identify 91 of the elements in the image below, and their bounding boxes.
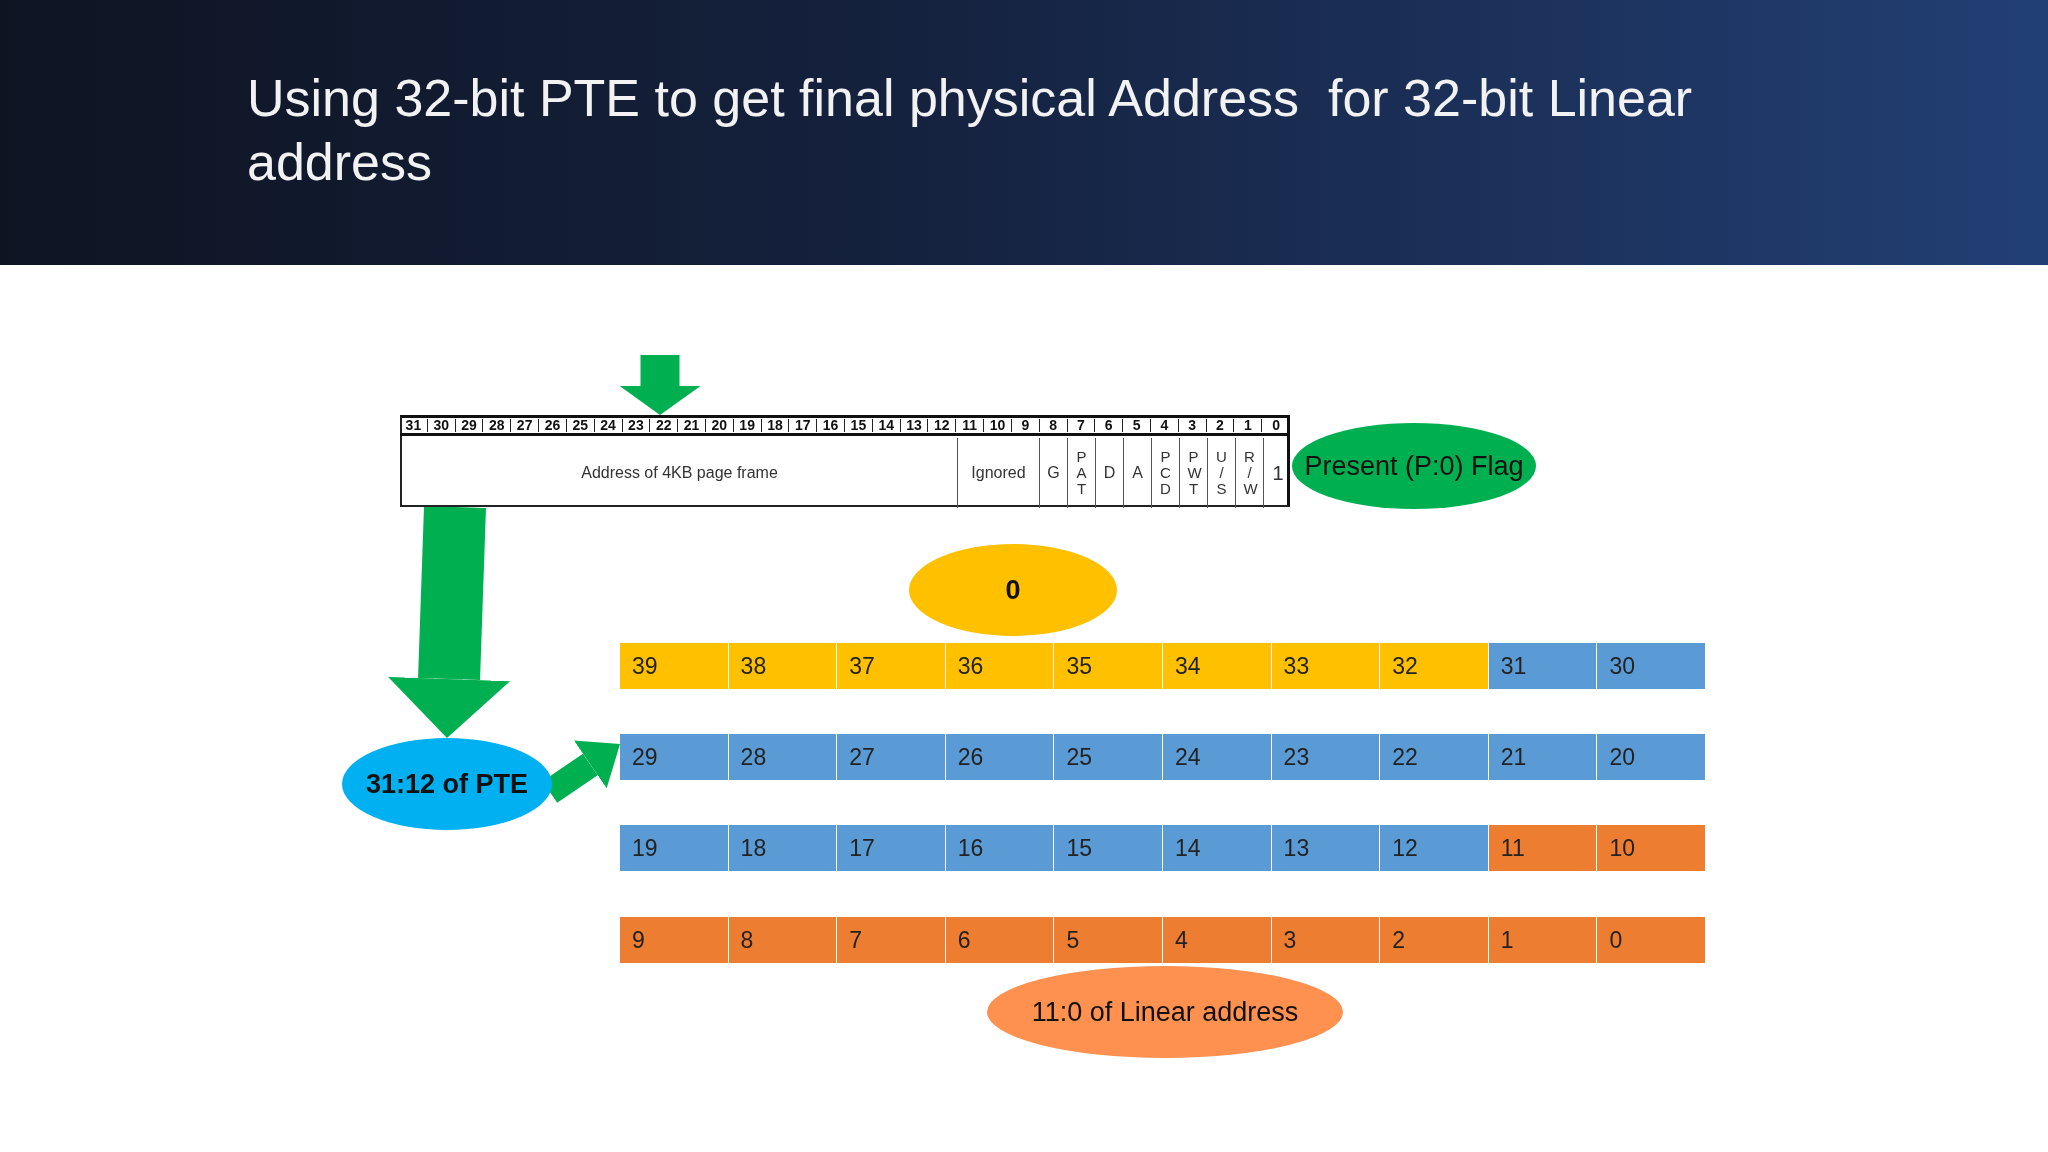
bit-number: 0 — [1271, 419, 1281, 432]
bit-cell: 36 — [945, 643, 1055, 689]
bit-number: 28 — [483, 419, 512, 432]
bit-number: 23 — [622, 419, 651, 432]
bit-number: 27 — [511, 419, 540, 432]
bit-cell: 4 — [1163, 917, 1272, 963]
bit-number: 30 — [427, 419, 456, 432]
bit-number: 9 — [1011, 419, 1040, 432]
bit-cell: 2 — [1380, 917, 1489, 963]
bit-number: 13 — [900, 419, 929, 432]
bit-number: 7 — [1067, 419, 1096, 432]
bit-number: 17 — [789, 419, 818, 432]
bit-number: 15 — [845, 419, 873, 432]
bit-number: 22 — [650, 419, 679, 432]
bit-cell: 16 — [945, 825, 1055, 871]
bit-cell: 24 — [1163, 734, 1272, 780]
bit-cell: 10 — [1597, 825, 1706, 871]
pte-field: P C D — [1152, 438, 1180, 508]
bit-cell: 0 — [1597, 917, 1706, 963]
ellipse-label: 31:12 of PTE — [342, 738, 552, 830]
slide-title: Using 32-bit PTE to get final physical Address for 32-bit Linear address — [247, 68, 1694, 193]
ellipse-label: Present (P:0) Flag — [1292, 423, 1536, 509]
bit-cell: 31 — [1488, 643, 1598, 689]
bit-cell: 34 — [1163, 643, 1272, 689]
bit-cell: 12 — [1380, 825, 1489, 871]
bit-cell: 22 — [1380, 734, 1489, 780]
bit-cell: 26 — [945, 734, 1055, 780]
bit-number: 8 — [1039, 419, 1068, 432]
bit-cell: 29 — [620, 734, 729, 780]
bit-cell: 33 — [1271, 643, 1381, 689]
pte-field: 1 — [1264, 438, 1292, 508]
bit-cell: 8 — [728, 917, 838, 963]
ellipse-label: 0 — [909, 544, 1117, 636]
bit-cell: 23 — [1271, 734, 1381, 780]
bit-cell: 20 — [1597, 734, 1706, 780]
bit-cell: 35 — [1054, 643, 1163, 689]
pte-field: P W T — [1180, 438, 1208, 508]
bit-number: 4 — [1150, 419, 1179, 432]
bit-cell: 11 — [1488, 825, 1598, 871]
pte-field: Ignored — [958, 438, 1040, 508]
bit-number: 6 — [1095, 419, 1124, 432]
bit-number: 3 — [1178, 419, 1207, 432]
block-arrow — [619, 355, 701, 415]
bit-number: 12 — [928, 419, 957, 432]
bit-number: 16 — [817, 419, 845, 432]
bit-number: 26 — [539, 419, 567, 432]
bit-cell: 1 — [1488, 917, 1598, 963]
bit-cell: 7 — [837, 917, 946, 963]
bit-number: 11 — [956, 419, 985, 432]
bit-cell: 27 — [837, 734, 946, 780]
bit-cell: 17 — [837, 825, 946, 871]
bit-cell: 19 — [620, 825, 729, 871]
bit-cell: 14 — [1163, 825, 1272, 871]
bit-cell: 39 — [620, 643, 729, 689]
bit-number: 20 — [705, 419, 734, 432]
bit-cell: 9 — [620, 917, 729, 963]
pte-table — [400, 415, 1290, 507]
bit-cell: 18 — [728, 825, 838, 871]
pte-field: G — [1040, 438, 1068, 508]
bit-number: 21 — [678, 419, 706, 432]
bit-cell: 5 — [1054, 917, 1163, 963]
bit-number: 19 — [733, 419, 762, 432]
pte-field: P A T — [1068, 438, 1096, 508]
bit-cell: 13 — [1271, 825, 1381, 871]
pte-field: D — [1096, 438, 1124, 508]
bit-cell: 25 — [1054, 734, 1163, 780]
bit-number: 31 — [400, 419, 428, 432]
bit-cell: 32 — [1380, 643, 1489, 689]
bit-number: 25 — [566, 419, 595, 432]
bit-number: 1 — [1234, 419, 1263, 432]
bit-cell: 37 — [837, 643, 946, 689]
bit-number: 24 — [594, 419, 623, 432]
bit-cell: 15 — [1054, 825, 1163, 871]
pte-field: Address of 4KB page frame — [402, 438, 958, 508]
bit-number: 5 — [1123, 419, 1151, 432]
ellipse-label: 11:0 of Linear address — [987, 966, 1343, 1058]
bit-cell: 3 — [1271, 917, 1381, 963]
bit-number: 18 — [761, 419, 790, 432]
bit-cell: 38 — [728, 643, 838, 689]
bit-cell: 28 — [728, 734, 838, 780]
pte-field: A — [1124, 438, 1152, 508]
bit-cell: 21 — [1488, 734, 1598, 780]
bit-number: 14 — [872, 419, 901, 432]
bit-cell: 30 — [1597, 643, 1706, 689]
bit-number: 29 — [455, 419, 484, 432]
bit-number: 2 — [1206, 419, 1235, 432]
bit-number: 10 — [984, 419, 1012, 432]
pte-field: U / S — [1208, 438, 1236, 508]
block-arrow — [388, 505, 510, 740]
bit-cell: 6 — [945, 917, 1055, 963]
pte-field: R / W — [1236, 438, 1264, 508]
